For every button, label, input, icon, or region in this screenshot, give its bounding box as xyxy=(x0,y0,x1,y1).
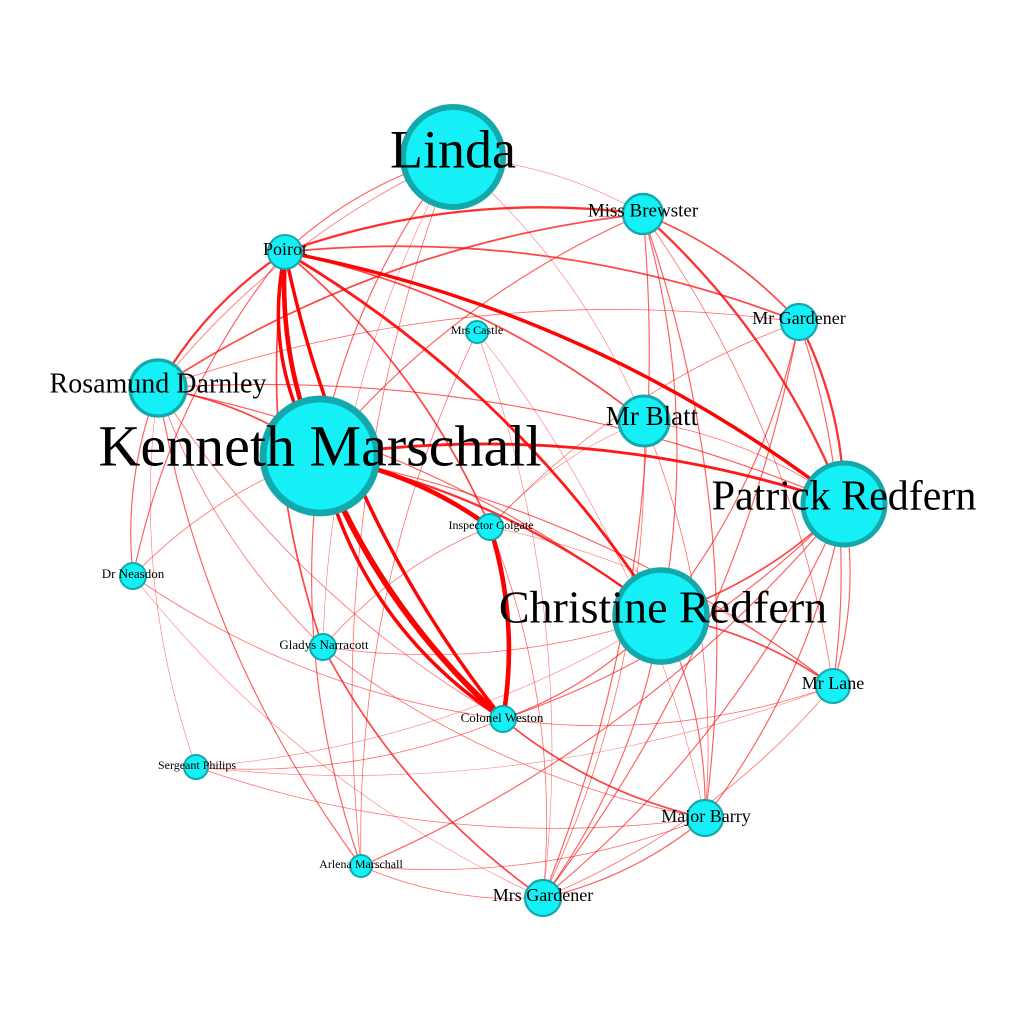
edge-rosamund-darnley-linda xyxy=(157,156,454,389)
node-label-patrick-redfern: Patrick Redfern xyxy=(712,474,977,520)
edge-patrick-redfern-mrs-gardener xyxy=(542,503,845,899)
node-label-mr-blatt: Mr Blatt xyxy=(606,401,699,431)
node-label-mrs-castle: Mrs Castle xyxy=(451,323,503,337)
edge-dr-neasdon-mrs-gardener xyxy=(132,575,544,899)
edge-mrs-castle-arlena-marschall xyxy=(360,331,478,867)
node-mr-lane[interactable] xyxy=(814,667,852,705)
edge-colonel-weston-mr-lane xyxy=(502,685,834,727)
edge-patrick-redfern-rosamund-darnley xyxy=(157,383,845,505)
node-gladys-narracott[interactable] xyxy=(309,633,337,661)
edge-christine-redfern-rosamund-darnley xyxy=(157,387,662,617)
edge-major-barry-mrs-gardener xyxy=(542,817,706,899)
edge-mrs-castle-mrs-gardener xyxy=(476,331,553,899)
node-kenneth-marschall[interactable] xyxy=(259,395,381,517)
edge-rosamund-darnley-gladys-narracott xyxy=(157,387,324,648)
node-label-linda: Linda xyxy=(390,119,516,179)
node-label-major-barry: Major Barry xyxy=(661,806,750,826)
node-patrick-redfern[interactable] xyxy=(800,460,888,548)
node-label-colonel-weston: Colonel Weston xyxy=(461,710,544,725)
edge-poirot-christine-redfern xyxy=(283,250,663,618)
edge-colonel-weston-major-barry xyxy=(502,718,706,819)
node-inspector-colgate[interactable] xyxy=(476,513,504,541)
edge-miss-brewster-rosamund-darnley xyxy=(157,213,644,389)
edge-gladys-narracott-major-barry xyxy=(322,646,706,819)
edge-poirot-colonel-weston xyxy=(283,250,505,721)
edge-miss-brewster-patrick-redfern xyxy=(641,212,846,506)
node-mrs-gardener[interactable] xyxy=(523,878,563,918)
node-label-inspector-colgate: Inspector Colgate xyxy=(449,518,534,532)
edge-poirot-mr-gardener xyxy=(284,245,800,323)
edge-mr-blatt-mrs-gardener xyxy=(542,420,645,899)
edge-miss-brewster-mr-lane xyxy=(642,213,834,687)
edge-colonel-weston-rosamund-darnley xyxy=(157,387,504,720)
node-label-kenneth-marschall: Kenneth Marschall xyxy=(99,413,542,478)
edge-miss-brewster-mr-gardener xyxy=(642,213,800,323)
edge-miss-brewster-major-barry xyxy=(642,213,718,819)
node-arlena-marschall[interactable] xyxy=(349,854,373,878)
node-christine-redfern[interactable] xyxy=(612,567,710,665)
edge-kenneth-marschall-patrick-redfern xyxy=(318,442,846,506)
node-label-christine-redfern: Christine Redfern xyxy=(499,582,827,633)
edge-mr-gardener-rosamund-darnley xyxy=(157,309,800,389)
edge-arlena-marschall-mrs-gardener xyxy=(360,865,544,900)
node-label-arlena-marschall: Arlena Marschall xyxy=(319,857,403,871)
edge-poirot-miss-brewster xyxy=(283,206,645,254)
node-label-mrs-gardener: Mrs Gardener xyxy=(493,885,593,905)
node-label-mr-lane: Mr Lane xyxy=(802,673,864,693)
edge-miss-brewster-christine-redfern xyxy=(642,213,678,617)
edge-patrick-redfern-major-barry xyxy=(704,503,845,819)
node-mrs-castle[interactable] xyxy=(465,320,489,344)
node-layer xyxy=(119,104,888,918)
edge-mrs-castle-major-barry xyxy=(476,331,706,819)
edge-gladys-narracott-mrs-gardener xyxy=(322,646,544,899)
edge-poirot-mr-blatt xyxy=(284,251,645,422)
node-poirot[interactable] xyxy=(266,233,304,271)
node-dr-neasdon[interactable] xyxy=(119,562,147,590)
edge-arlena-marschall-major-barry xyxy=(360,817,706,871)
node-label-sergeant-philips: Sergeant Philips xyxy=(158,758,236,772)
edge-poirot-patrick-redfern xyxy=(283,250,846,506)
node-label-miss-brewster: Miss Brewster xyxy=(588,200,699,221)
edge-colonel-weston-dr-neasdon xyxy=(132,575,504,720)
edge-linda-arlena-marschall xyxy=(351,156,454,867)
edge-poirot-inspector-colgate xyxy=(284,251,491,528)
node-label-poirot: Poirot xyxy=(263,239,307,259)
edge-poirot-dr-neasdon xyxy=(132,251,286,577)
node-mr-blatt[interactable] xyxy=(617,394,671,448)
edge-sergeant-philips-major-barry xyxy=(195,766,706,829)
edge-rosamund-darnley-sergeant-philips xyxy=(149,387,197,768)
edge-inspector-colgate-mrs-gardener xyxy=(489,526,548,899)
edge-gladys-narracott-inspector-colgate xyxy=(322,526,491,648)
node-label-rosamund-darnley: Rosamund Darnley xyxy=(50,368,267,399)
node-label-mr-gardener: Mr Gardener xyxy=(752,308,845,328)
node-linda[interactable] xyxy=(400,104,506,210)
edge-colonel-weston-sergeant-philips xyxy=(195,718,504,770)
node-mr-gardener[interactable] xyxy=(779,302,819,342)
node-major-barry[interactable] xyxy=(685,798,725,838)
edge-inspector-colgate-colonel-weston xyxy=(487,524,512,722)
node-label-gladys-narracott: Gladys Narracott xyxy=(279,637,369,652)
node-sergeant-philips[interactable] xyxy=(183,754,209,780)
edge-christine-redfern-sergeant-philips xyxy=(195,615,662,768)
edge-sergeant-philips-mr-lane xyxy=(195,685,834,776)
edge-patrick-redfern-arlena-marschall xyxy=(360,503,845,867)
edge-rosamund-darnley-arlena-marschall xyxy=(157,387,362,867)
node-miss-brewster[interactable] xyxy=(621,192,665,236)
node-colonel-weston[interactable] xyxy=(489,705,517,733)
edge-linda-gladys-narracott xyxy=(322,156,454,648)
node-rosamund-darnley[interactable] xyxy=(128,358,188,418)
node-label-dr-neasdon: Dr Neasdon xyxy=(102,566,165,581)
edge-miss-brewster-mrs-gardener xyxy=(542,213,650,899)
